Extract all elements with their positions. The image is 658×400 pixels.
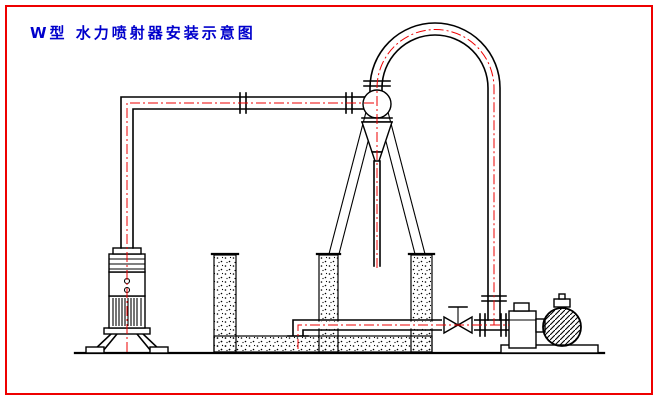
motor-terminal-box xyxy=(553,298,571,308)
pump-base xyxy=(500,344,599,354)
tank-right-wall xyxy=(410,254,433,353)
vessel-right-foot xyxy=(149,346,169,354)
tank-left-wall xyxy=(213,254,237,353)
centerline-suction xyxy=(297,324,509,349)
flow-centerlines xyxy=(126,29,509,352)
circulating-pump xyxy=(500,293,599,354)
supply-pipe xyxy=(120,92,366,249)
pump-top-port xyxy=(513,302,530,312)
water-tank xyxy=(210,252,436,353)
pump-casing xyxy=(508,310,537,349)
tripod-support xyxy=(328,111,426,255)
centerline-ejector-riser xyxy=(376,29,495,325)
motor-cap xyxy=(558,293,566,300)
tank-middle-wall xyxy=(318,254,339,353)
suction-pipe xyxy=(287,306,510,337)
vessel-grille-slats xyxy=(112,298,142,326)
diagram-title: W型 水力喷射器安装示意图 xyxy=(30,24,256,42)
vessel-left-foot xyxy=(85,346,105,354)
electric-motor xyxy=(542,307,582,347)
riser-pipe-arc xyxy=(369,22,507,321)
centerline-vessel-supply xyxy=(126,102,377,352)
